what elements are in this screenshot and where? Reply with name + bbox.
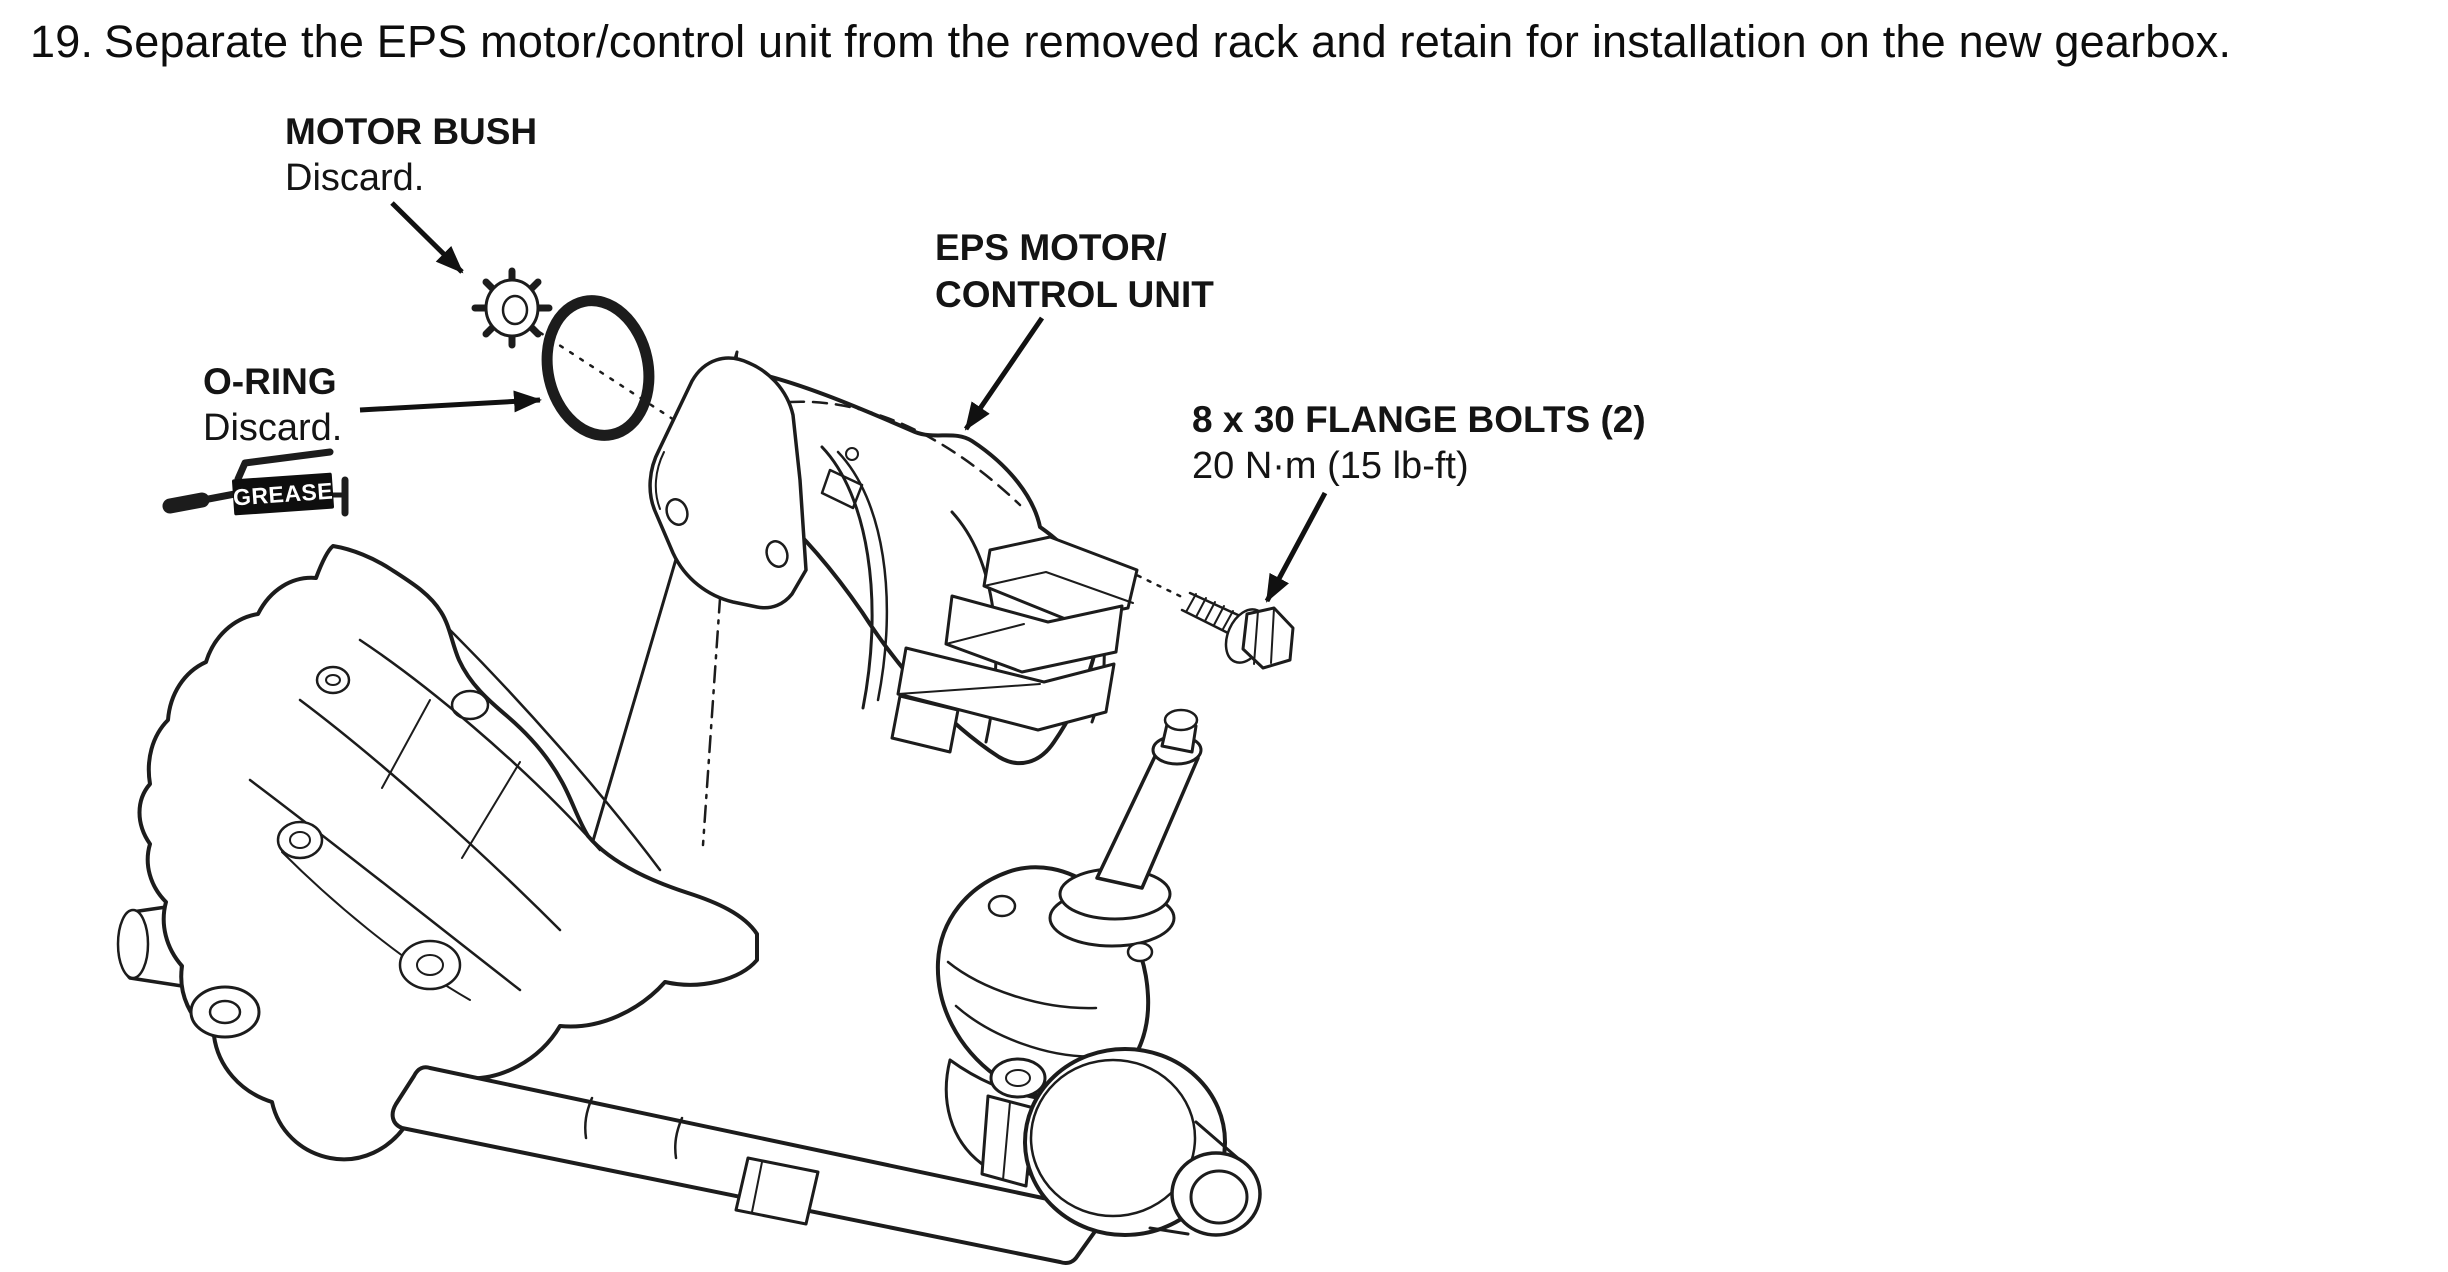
gearbox-housing — [137, 544, 759, 1162]
pinion-housing-rib — [946, 960, 1098, 1010]
motor-bush-drawing — [471, 267, 553, 349]
o-ring-arrow — [359, 390, 542, 413]
eps-motor-label-line2: CONTROL UNIT — [935, 274, 1214, 315]
o-ring-discard-note: Discard. — [203, 407, 343, 449]
grease-label: GREASE — [232, 477, 334, 510]
step-number: 19. — [30, 16, 94, 67]
gearbox-bosses — [189, 665, 490, 1039]
eps-motor-arrow — [963, 316, 1045, 431]
flange-bolts-torque: 20 N·m (15 lb-ft) — [1192, 445, 1469, 487]
flange-bolts-label: 8 x 30 FLANGE BOLTS (2) — [1192, 399, 1646, 440]
callout-eps-motor: EPS MOTOR/ CONTROL UNIT — [935, 224, 1214, 318]
o-ring-label: O-RING — [203, 361, 337, 402]
steering-input-shaft — [1095, 708, 1203, 890]
motor-bush-label: MOTOR BUSH — [285, 111, 538, 152]
rack-tube-bands — [584, 1096, 684, 1160]
callout-flange-bolts: 8 x 30 FLANGE BOLTS (2) 20 N·m (15 lb-ft… — [1192, 396, 1646, 490]
motor-label-plate — [820, 447, 864, 510]
grease-label-badge: GREASE — [231, 472, 335, 516]
motor-hidden-edge — [788, 400, 1022, 507]
motor-mounting-flange — [648, 356, 808, 610]
flange-bolt-drawing — [1180, 591, 1295, 670]
steering-gearbox-drawing — [116, 544, 1262, 1265]
callout-o-ring: O-RING Discard. — [203, 358, 342, 452]
o-ring-drawing — [541, 295, 655, 441]
step-text: Separate the EPS motor/control unit from… — [104, 16, 2232, 67]
pinion-studs — [987, 894, 1154, 963]
flange-bolts-arrow — [1264, 491, 1328, 603]
step-instruction: 19. Separate the EPS motor/control unit … — [30, 16, 2231, 68]
motor-connector-blocks — [890, 535, 1139, 754]
leader-arrows — [359, 201, 1328, 603]
eps-motor-drawing — [648, 356, 1139, 766]
rack-end-boss — [1023, 1047, 1262, 1237]
callout-motor-bush: MOTOR BUSH Discard. — [285, 108, 537, 202]
tube-clamp-bracket — [980, 1057, 1047, 1188]
motor-bush-arrow — [390, 201, 464, 274]
eps-motor-label-line1: EPS MOTOR/ — [935, 227, 1167, 268]
rack-mount-tab — [734, 1156, 820, 1226]
motor-bush-discard-note: Discard. — [285, 157, 425, 199]
